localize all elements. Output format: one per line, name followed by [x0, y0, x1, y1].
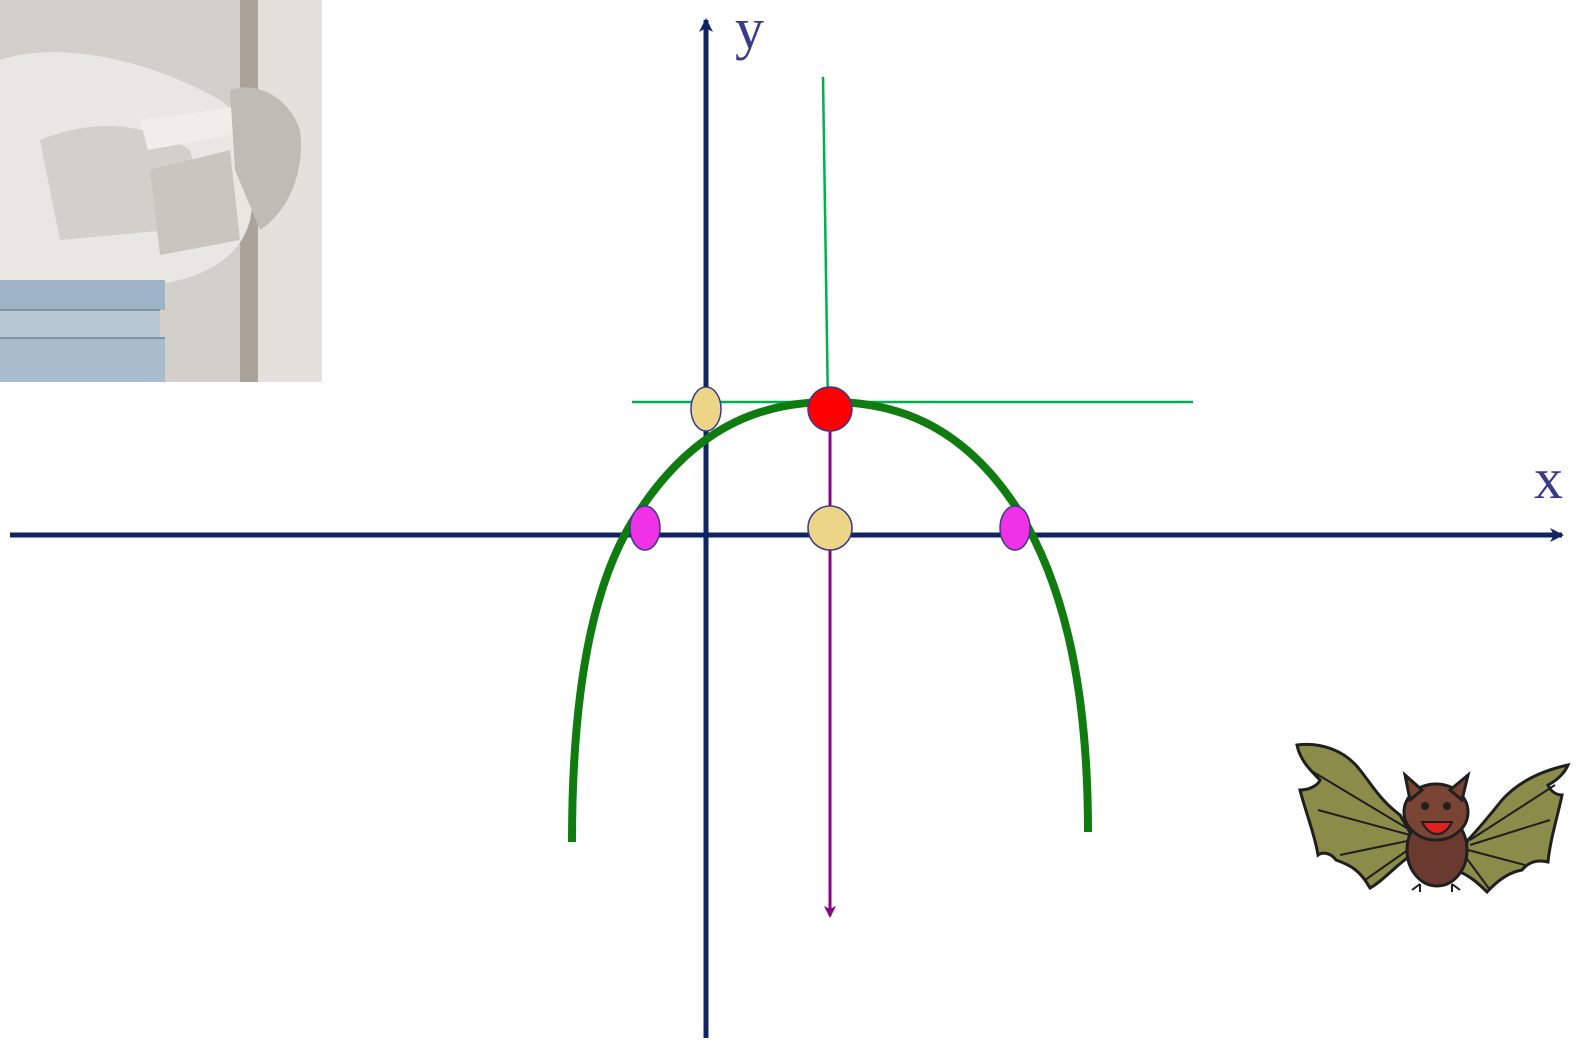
left-root-point — [629, 505, 661, 551]
vertex-point — [807, 386, 853, 432]
vertical-guide-line — [821, 76, 830, 409]
right-root-point — [999, 505, 1031, 551]
y-intercept-point — [690, 386, 722, 432]
statue-photo — [0, 0, 322, 382]
x-axis-label: x — [1534, 446, 1563, 511]
y-axis-label: y — [735, 0, 764, 61]
bat-cartoon — [1295, 742, 1571, 895]
vertex-projection-point — [807, 505, 853, 551]
